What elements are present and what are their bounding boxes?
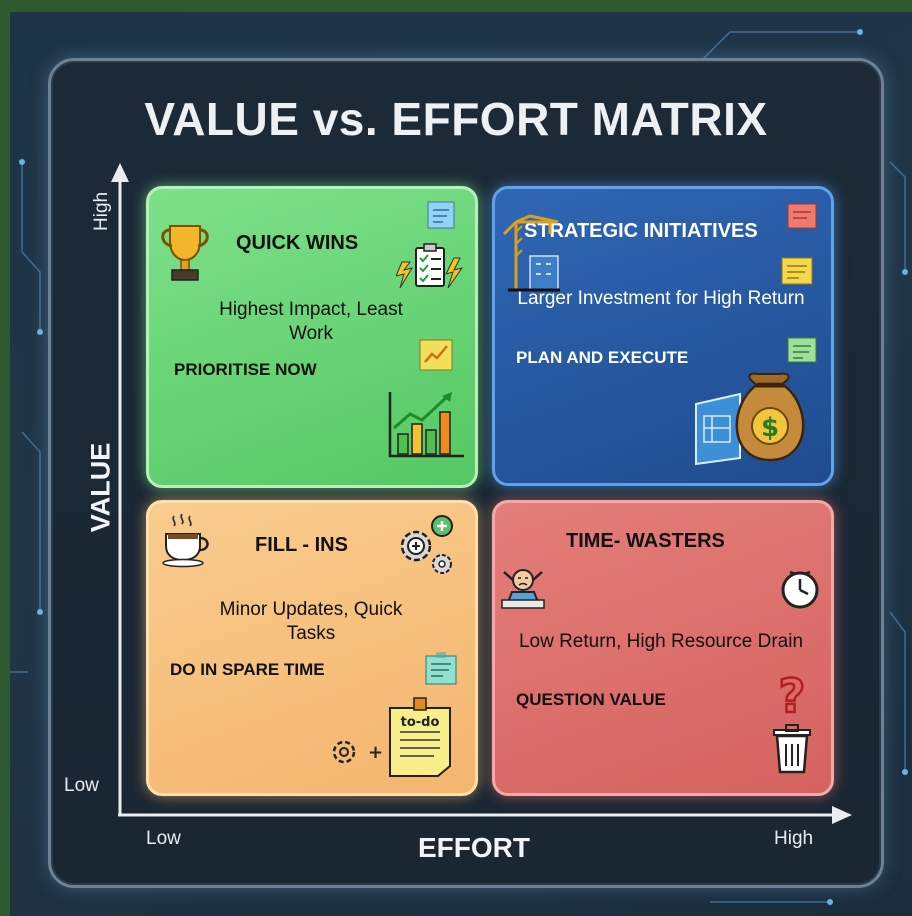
gears-icon	[400, 515, 453, 574]
x-axis-arrow	[832, 806, 852, 824]
strategic-action: PLAN AND EXECUTE	[516, 348, 689, 367]
x-high-label: High	[774, 828, 814, 849]
green-note-icon	[787, 337, 817, 363]
y-low-label: Low	[64, 775, 99, 796]
todo-note-icon: + to-do	[332, 697, 451, 777]
stressed-person-icon	[501, 569, 545, 609]
todo-label: to-do	[401, 715, 440, 730]
fill-ins-description: Minor Updates, Quick Tasks	[219, 599, 403, 644]
time-wasters-description: Low Return, High Resource Drain	[518, 631, 804, 652]
x-axis-title: EFFORT	[418, 832, 530, 863]
fill-ins-title: FILL - INS	[255, 534, 348, 556]
x-low-label: Low	[146, 828, 181, 849]
time-wasters-action: QUESTION VALUE	[516, 690, 666, 709]
growth-chart-icon	[388, 392, 464, 458]
teal-note-icon	[425, 652, 457, 685]
fill-ins-action: DO IN SPARE TIME	[170, 660, 325, 679]
strategic-title: STRATEGIC INITIATIVES	[524, 220, 758, 242]
time-wasters-title: TIME- WASTERS	[566, 530, 725, 552]
dollar-sign: $	[761, 413, 779, 443]
page-title: VALUE vs. EFFORT MATRIX	[144, 93, 768, 145]
question-trash-icon: ?	[773, 668, 811, 774]
sticky-note-icon	[427, 201, 455, 229]
yellow-note-icon	[781, 257, 813, 285]
checklist-icon	[396, 243, 464, 289]
circuit-decoration	[10, 29, 908, 905]
trend-note-icon	[419, 339, 453, 371]
strategic-description: Larger Investment for High Return	[517, 288, 805, 309]
y-high-label: High	[91, 191, 112, 231]
coffee-cup-icon	[162, 513, 209, 568]
clock-icon	[781, 570, 819, 609]
red-note-icon	[787, 203, 817, 229]
plus-sign: +	[368, 742, 383, 763]
quick-wins-title: QUICK WINS	[236, 232, 359, 254]
trophy-icon	[161, 225, 209, 281]
quick-wins-action: PRIORITISE NOW	[174, 360, 317, 379]
question-mark: ?	[779, 669, 806, 723]
quick-wins-description: Highest Impact, Least Work	[219, 299, 403, 344]
crane-building-icon	[502, 214, 560, 292]
y-axis-arrow	[111, 163, 129, 182]
money-bag-blueprint-icon: $	[695, 372, 805, 466]
y-axis-title: VALUE	[85, 442, 116, 533]
